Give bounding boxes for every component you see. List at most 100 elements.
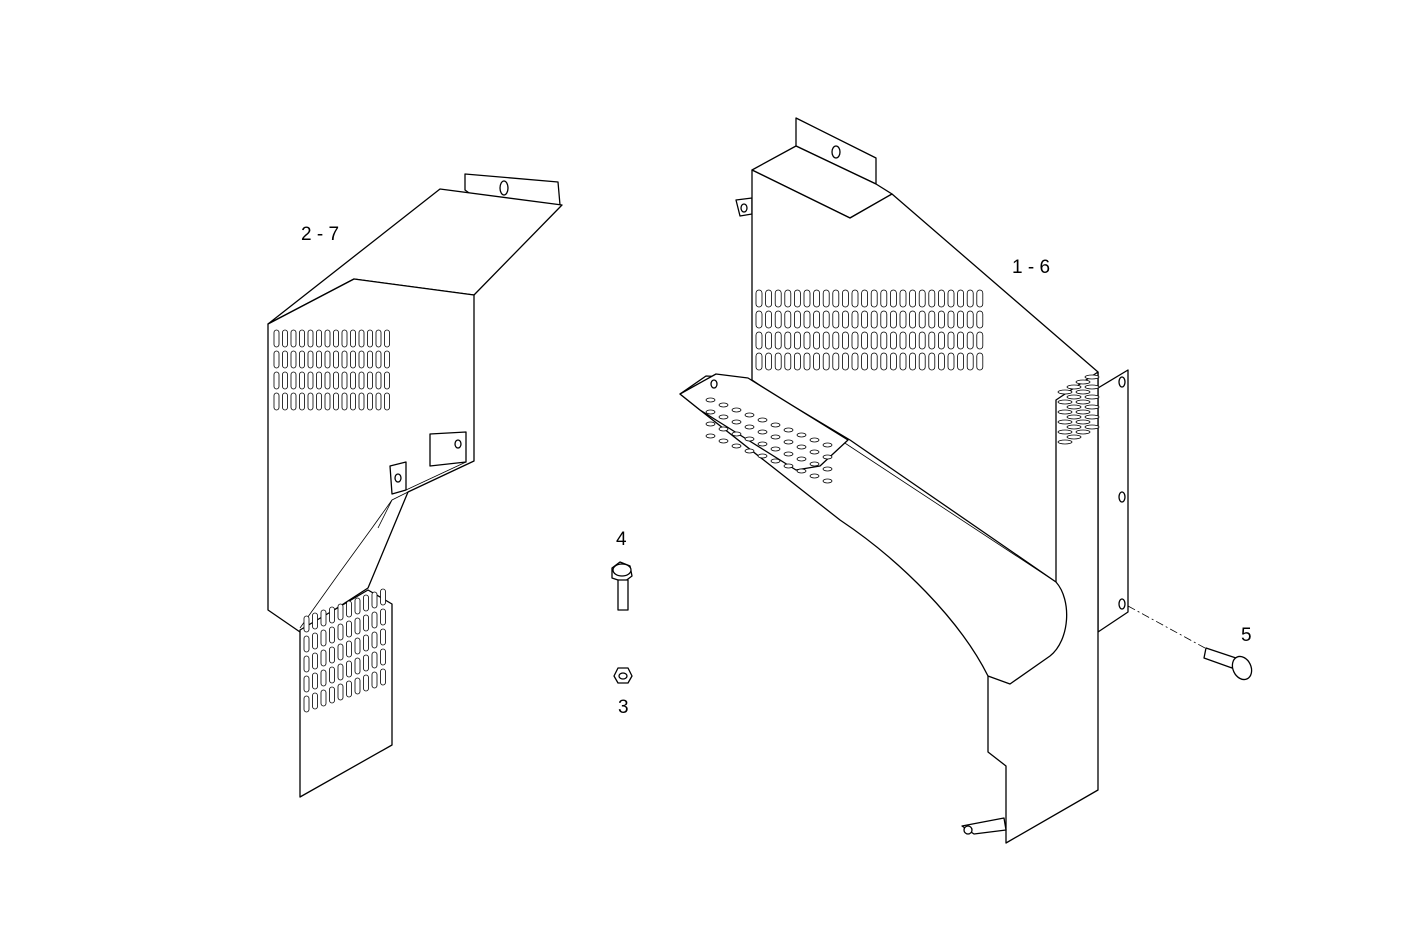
vent-slot bbox=[1066, 414, 1082, 420]
vent-slot bbox=[1084, 374, 1100, 380]
vent-slot bbox=[324, 329, 331, 348]
vent-slot bbox=[918, 310, 926, 329]
vent-slot bbox=[822, 442, 833, 448]
vent-slot bbox=[938, 289, 945, 308]
vent-slot bbox=[371, 591, 378, 609]
vent-slot bbox=[358, 392, 365, 411]
vent-slot bbox=[757, 429, 768, 435]
vent-slot bbox=[282, 371, 288, 390]
vent-slot bbox=[976, 352, 984, 371]
vent-slot bbox=[794, 352, 801, 371]
vent-slot bbox=[290, 371, 297, 390]
vent-slot bbox=[333, 371, 339, 390]
vent-slot bbox=[909, 310, 916, 329]
callout-part-2-7: 2 - 7 bbox=[301, 224, 340, 245]
vent-slot bbox=[744, 412, 755, 418]
vent-slot bbox=[363, 674, 369, 692]
vent-slot bbox=[705, 433, 716, 439]
vent-slot bbox=[803, 289, 811, 308]
vent-slot bbox=[363, 594, 369, 612]
vent-slot bbox=[770, 458, 781, 464]
vent-slot bbox=[783, 439, 794, 445]
vent-slot bbox=[337, 643, 344, 661]
vent-slot bbox=[282, 329, 288, 348]
vent-slot bbox=[290, 392, 297, 411]
vent-slot bbox=[312, 612, 318, 630]
vent-slot bbox=[870, 331, 878, 350]
vent-slot bbox=[851, 352, 859, 371]
nut-part-3 bbox=[613, 667, 633, 684]
vent-slot bbox=[809, 449, 820, 455]
vent-slot bbox=[947, 310, 955, 329]
vent-slot bbox=[966, 331, 974, 350]
vent-slot bbox=[861, 310, 868, 329]
vent-slot bbox=[832, 331, 840, 350]
vent-slot bbox=[938, 331, 945, 350]
vent-slot bbox=[1075, 379, 1091, 385]
vent-slot bbox=[303, 695, 310, 713]
vent-slot bbox=[384, 392, 390, 411]
vent-slot bbox=[346, 680, 352, 698]
vent-slot bbox=[380, 648, 386, 666]
vent-slot bbox=[783, 463, 794, 469]
vent-slot bbox=[870, 289, 878, 308]
vent-slot bbox=[957, 331, 964, 350]
vent-slot bbox=[899, 352, 907, 371]
vent-slot bbox=[928, 331, 936, 350]
vent-slot bbox=[384, 329, 390, 348]
vent-slot bbox=[299, 371, 305, 390]
vent-slot bbox=[918, 289, 926, 308]
vent-slot bbox=[757, 441, 768, 447]
vent-slot bbox=[273, 392, 280, 411]
vent-slot bbox=[375, 371, 382, 390]
vent-slot bbox=[320, 689, 327, 707]
callout-part-1-6: 1 - 6 bbox=[1012, 257, 1051, 278]
vent-slot bbox=[755, 352, 763, 371]
vent-slot bbox=[966, 352, 974, 371]
vent-slot bbox=[803, 310, 811, 329]
vent-slot bbox=[333, 329, 339, 348]
vent-slot bbox=[324, 350, 331, 369]
vent-slot bbox=[870, 352, 878, 371]
vent-slot bbox=[341, 371, 348, 390]
vent-slot bbox=[928, 310, 936, 329]
vent-slot bbox=[337, 663, 344, 681]
vent-slot bbox=[947, 289, 955, 308]
vent-slot bbox=[329, 646, 335, 664]
vent-slot bbox=[918, 331, 926, 350]
vent-slot bbox=[341, 329, 348, 348]
vent-slot bbox=[765, 310, 772, 329]
vent-slot bbox=[320, 629, 327, 647]
vent-slot bbox=[329, 626, 335, 644]
vent-slot bbox=[1075, 389, 1091, 395]
callout-part-5: 5 bbox=[1241, 625, 1252, 646]
vent-slot bbox=[324, 392, 331, 411]
vent-slot bbox=[796, 456, 807, 462]
vent-slot bbox=[890, 352, 897, 371]
vent-slot bbox=[909, 289, 916, 308]
vent-slot bbox=[731, 431, 742, 437]
vent-slot bbox=[976, 310, 984, 329]
vent-slot bbox=[822, 289, 830, 308]
vent-slot bbox=[770, 422, 781, 428]
vent-slot bbox=[371, 611, 378, 629]
vent-slot bbox=[757, 453, 768, 459]
vent-slot bbox=[976, 331, 984, 350]
vent-slot bbox=[384, 350, 390, 369]
vent-slot bbox=[307, 329, 314, 348]
vent-slot bbox=[966, 310, 974, 329]
vent-slot bbox=[367, 392, 373, 411]
vent-slot bbox=[794, 310, 801, 329]
vent-slot bbox=[1066, 424, 1082, 430]
vent-slot bbox=[316, 329, 322, 348]
callout-part-4: 4 bbox=[616, 529, 627, 550]
vent-slot bbox=[312, 692, 318, 710]
vent-slot bbox=[384, 371, 390, 390]
vent-slot bbox=[842, 310, 849, 329]
vent-slot bbox=[822, 352, 830, 371]
vent-slot bbox=[367, 329, 373, 348]
vent-slot bbox=[307, 350, 314, 369]
vent-slot bbox=[303, 615, 310, 633]
vent-slot bbox=[822, 478, 833, 484]
vent-slot bbox=[354, 657, 361, 675]
